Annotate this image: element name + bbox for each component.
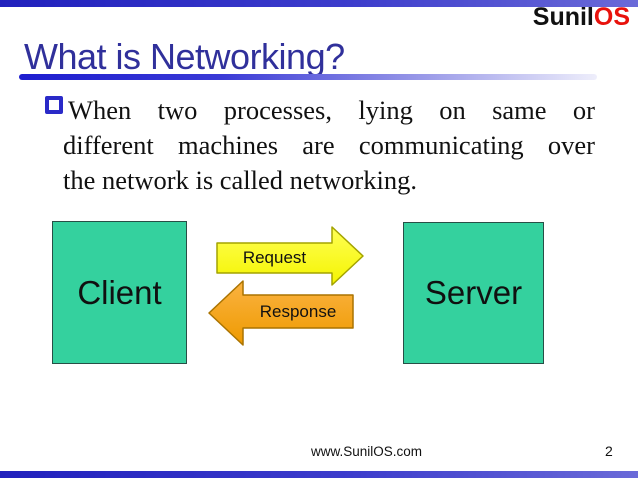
client-node-label: Client	[77, 273, 162, 311]
title-underline-rule	[19, 74, 597, 80]
square-bullet-icon	[45, 96, 63, 114]
bullet-paragraph-line: the network is called networking.	[63, 165, 417, 195]
server-node-box: Server	[403, 222, 544, 364]
server-node-label: Server	[424, 274, 523, 311]
bullet-paragraph-line: When two processes, lying on same or	[68, 95, 595, 125]
bullet-paragraph-line: different machines are communicating ove…	[63, 130, 595, 160]
logo-text-sunil: Sunil	[532, 3, 594, 31]
footer-page-number: 2	[605, 443, 613, 459]
sunilos-logo: SunilOS	[533, 3, 630, 32]
response-arrow-label: Response	[259, 302, 337, 321]
client-node-box: Client	[52, 221, 187, 364]
slide-title: What is Networking?	[24, 36, 345, 77]
footer-url: www.SunilOS.com	[311, 444, 423, 459]
logo-text-os: OS	[593, 3, 630, 31]
request-arrow-label: Request	[242, 248, 307, 267]
bottom-accent-bar	[0, 471, 638, 478]
bullet-paragraph: When two processes, lying on same or dif…	[63, 93, 595, 198]
top-accent-bar	[0, 0, 638, 7]
